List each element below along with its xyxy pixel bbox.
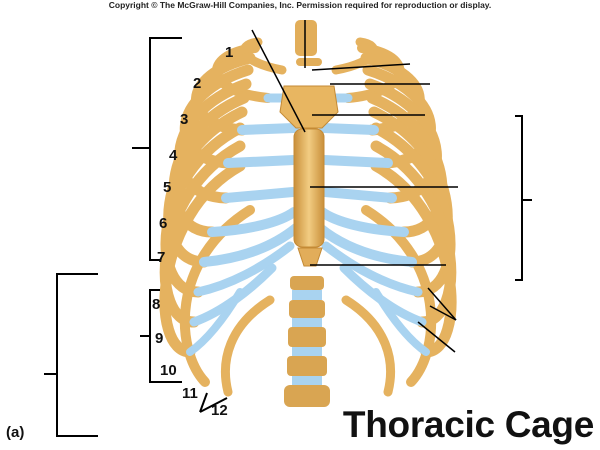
figure-title: Thoracic Cage: [342, 404, 594, 445]
rib-label-8: 8: [152, 296, 160, 313]
rib-label-6: 6: [159, 215, 167, 232]
rib-label-10: 10: [160, 362, 177, 379]
panel-label: (a): [6, 424, 25, 441]
leader-lines: [251, 20, 458, 353]
rib-label-11: 11: [182, 385, 198, 402]
manubrium: [279, 85, 339, 129]
rib-label-2: 2: [193, 75, 201, 92]
sternum-body: [293, 128, 325, 248]
rib-number-labels: 1 2 3 4 5 6 7 8 9 10 11 12: [152, 44, 233, 419]
costal-cartilages: [186, 93, 430, 356]
rib-label-1: 1: [225, 44, 233, 61]
xiphoid-process: [297, 247, 323, 267]
rib-label-9: 9: [155, 330, 163, 347]
vertebral-column: [284, 20, 330, 407]
rib-label-7: 7: [157, 249, 165, 266]
rib-label-5: 5: [163, 179, 171, 196]
copyright-notice: Copyright © The McGraw-Hill Companies, I…: [108, 0, 492, 10]
rib-label-12: 12: [211, 402, 228, 419]
rib-label-3: 3: [180, 111, 188, 128]
brackets: [44, 37, 532, 437]
sternum: [279, 85, 339, 267]
rib-label-4: 4: [169, 147, 178, 164]
